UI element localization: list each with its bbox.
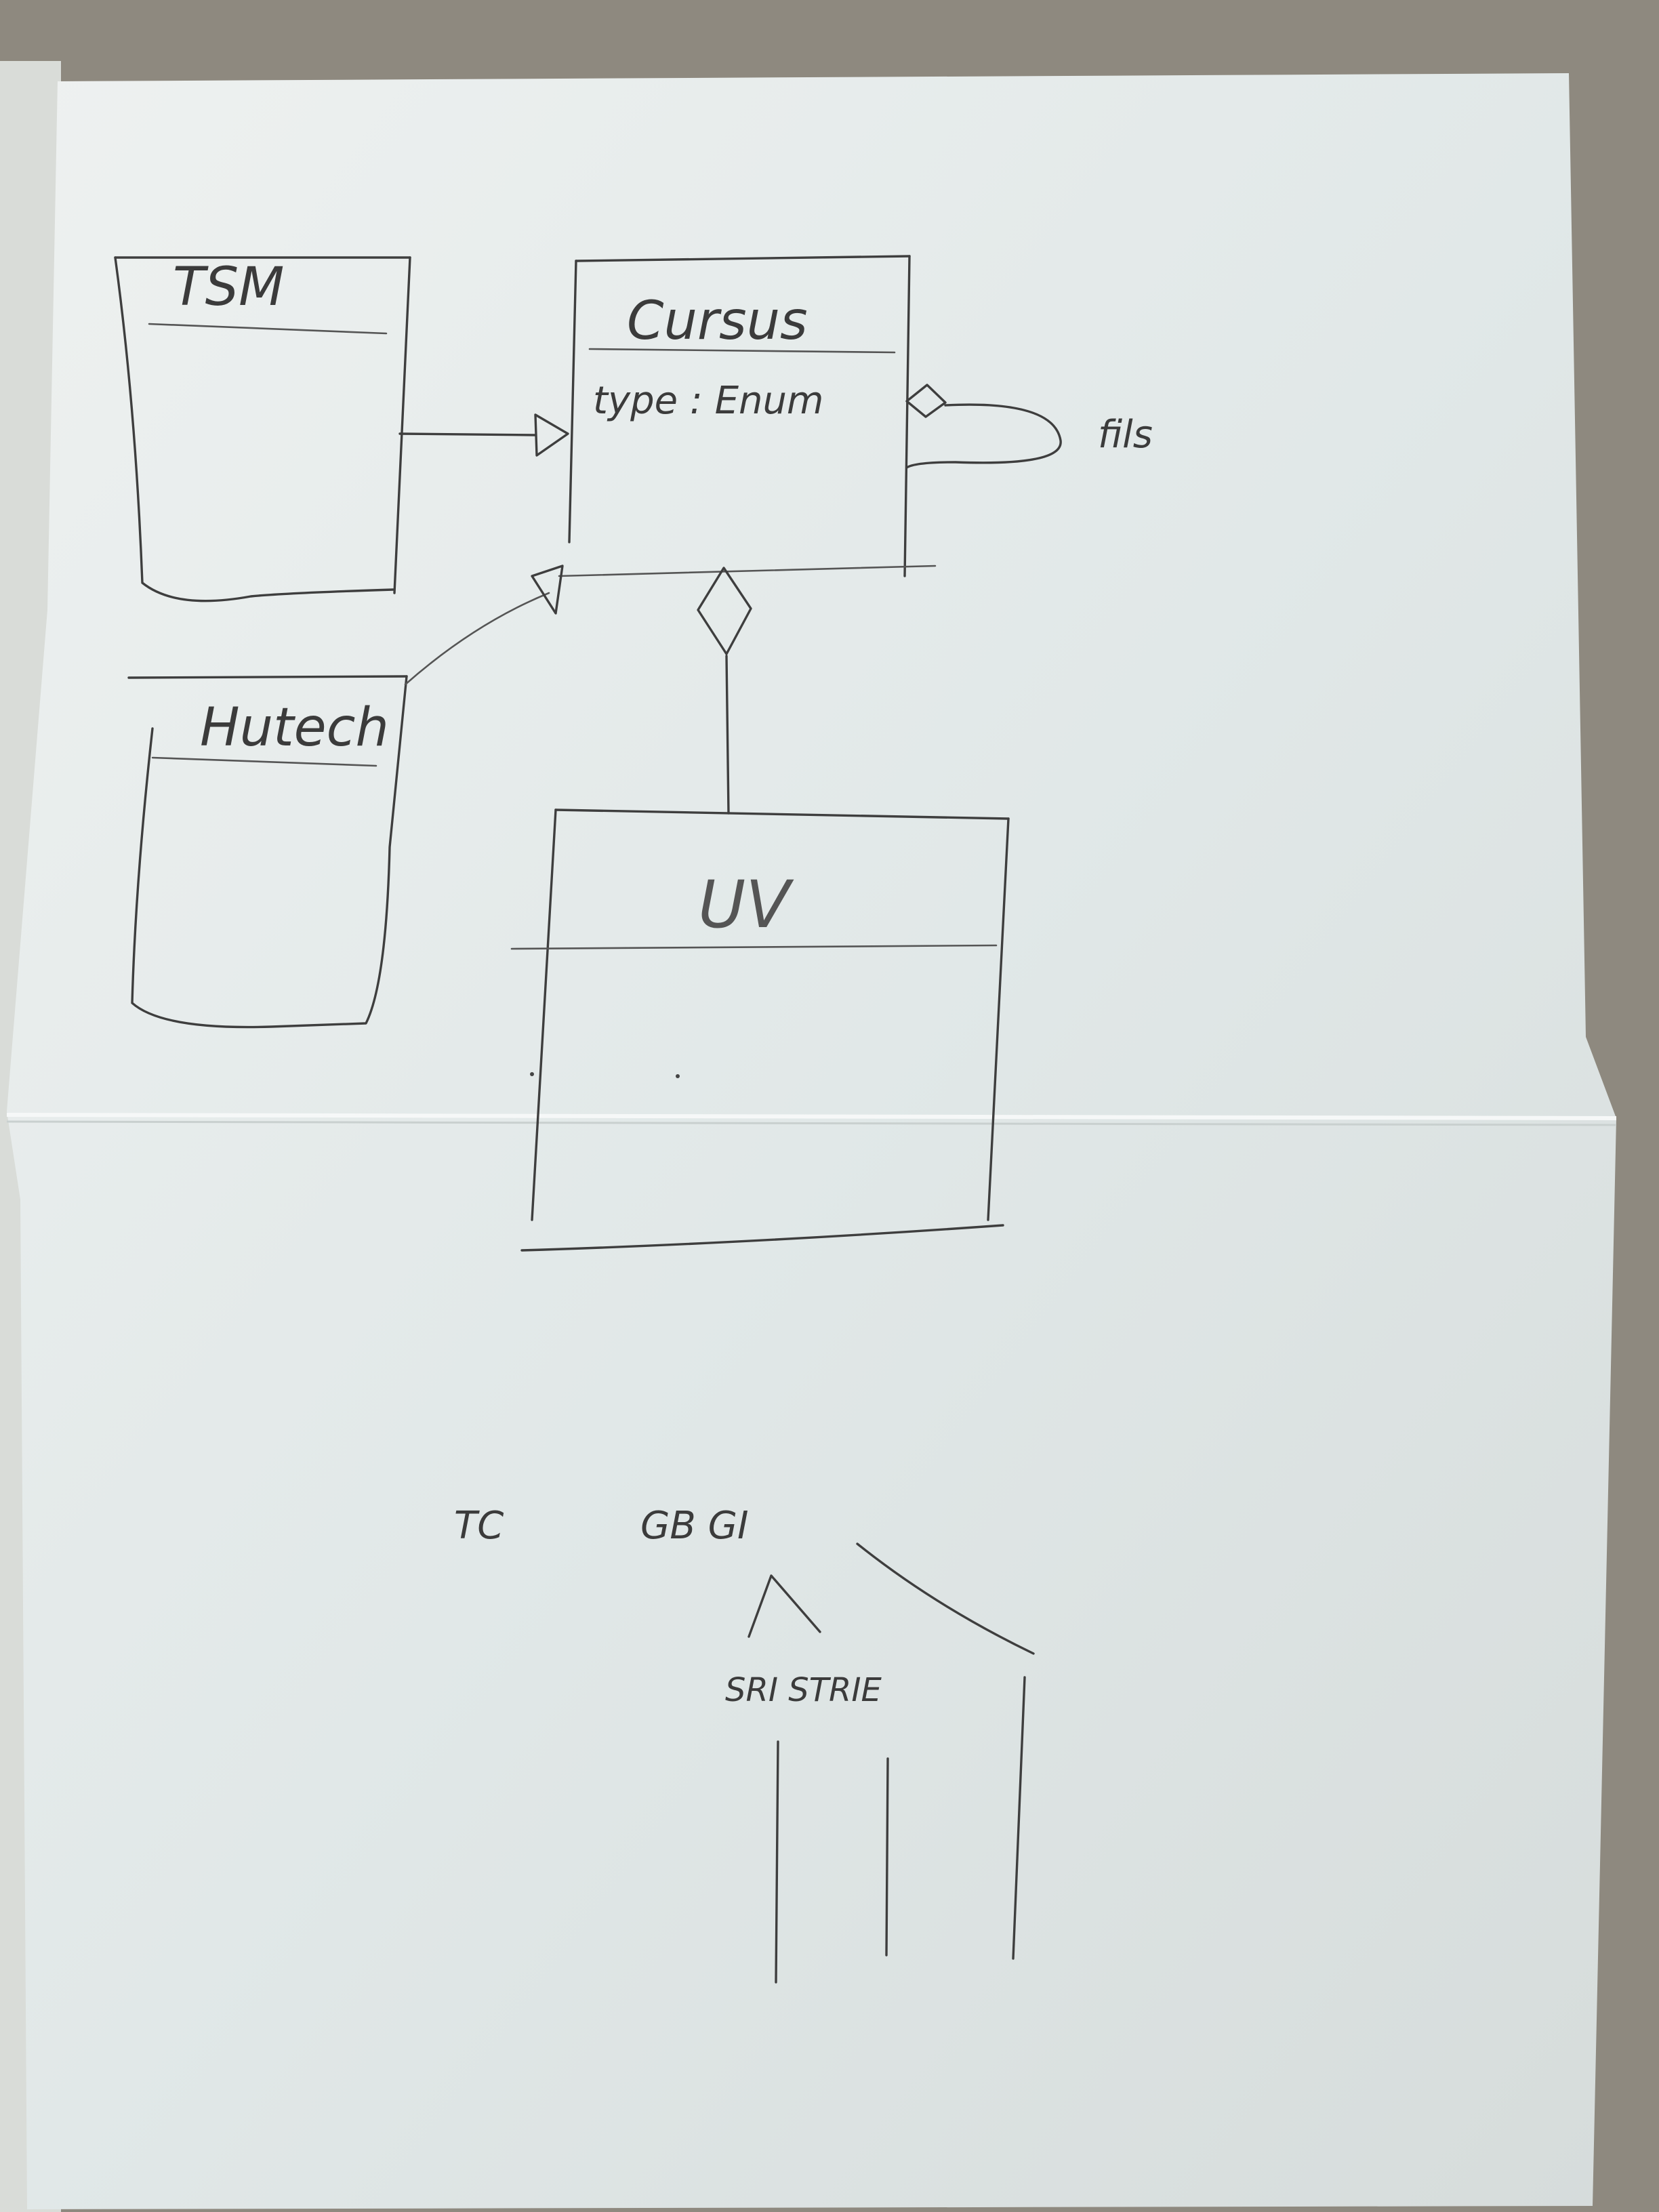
class-hutech-name: Hutech [200,697,389,758]
generalization-hutech-cursus [404,565,564,686]
class-tsm [114,256,411,602]
class-cursus-attribute: type : Enum [593,379,823,423]
class-cursus [558,255,937,577]
class-tsm-name: TSM [173,257,284,318]
generalization-tsm-cursus [398,413,569,457]
class-hutech [127,675,408,1029]
tree-node-sri-strie: SRI STRIE [725,1671,882,1709]
class-uv [510,808,1010,1252]
association-fils-label: fils [1098,413,1153,457]
tree-node-tc: TC [454,1504,504,1548]
paper [7,73,1616,2209]
class-cursus-name: Cursus [627,291,808,352]
tree-branches [747,1542,1035,1984]
class-uv-name: UV [698,867,794,943]
tree-node-gb-gi: GB GI [640,1504,749,1548]
association-fils [905,384,1062,469]
fold-line [6,1113,1617,1120]
aggregation-cursus-uv [697,567,752,815]
